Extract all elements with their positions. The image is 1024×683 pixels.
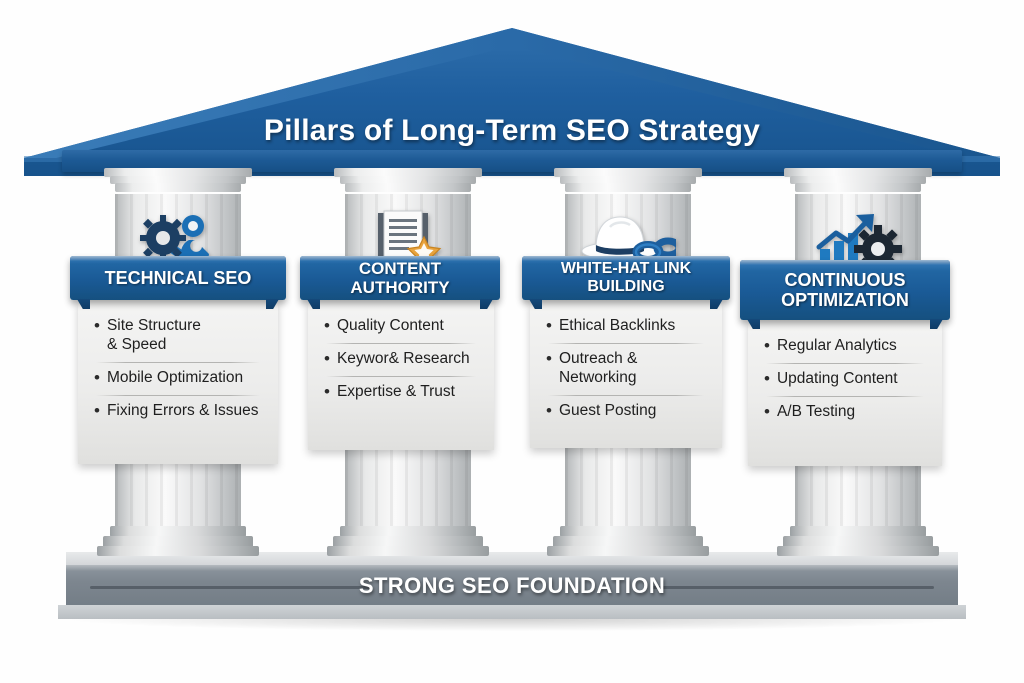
- column-shaft-lower: [345, 450, 471, 526]
- banner-tab-left: [307, 299, 320, 309]
- list-item-label: Mobile Optimization: [106, 368, 244, 386]
- bullet-dot: •: [94, 367, 100, 387]
- column-base: [103, 536, 253, 548]
- banner-content-authority[interactable]: CONTENT AUTHORITY: [300, 256, 500, 309]
- list-item: • Quality Content: [322, 312, 480, 342]
- list-item: • Expertise & Trust: [322, 378, 480, 408]
- list-item: • A/B Testing: [762, 398, 928, 428]
- banner-label: WHITE-HAT LINK BUILDING: [560, 260, 692, 295]
- column-base: [327, 546, 489, 556]
- list-item-label: Updating Content: [776, 369, 898, 387]
- bullet-dot: •: [764, 401, 770, 421]
- divider: [96, 361, 260, 363]
- column-capital: [554, 168, 702, 194]
- banner-tab-right: [480, 299, 493, 309]
- foundation-rule-right: [652, 586, 934, 589]
- bullet-dot: •: [324, 381, 330, 401]
- column-shaft-lower: [115, 464, 241, 526]
- list-item-label: Quality Content: [336, 317, 444, 334]
- list-item: • Site Structure & Speed: [92, 312, 264, 361]
- bullet-dot: •: [546, 316, 552, 335]
- column-base: [553, 536, 703, 548]
- bullet-dot: •: [764, 368, 770, 388]
- list-item: • Ethical Backlinks: [544, 312, 708, 342]
- column-shaft-lower: [565, 448, 691, 526]
- banner-white-hat-link-building[interactable]: WHITE-HAT LINK BUILDING: [522, 256, 730, 309]
- bullet-dot: •: [94, 400, 100, 420]
- card-content-authority: • Quality Content • Keywor& Research • E…: [308, 300, 494, 450]
- divider: [326, 375, 476, 377]
- column-base: [333, 536, 483, 548]
- divider: [326, 342, 476, 344]
- list-item: • Mobile Optimization: [92, 364, 264, 394]
- card-continuous-optimization: • Regular Analytics • Updating Content •…: [748, 320, 942, 466]
- column-shaft-lower: [795, 466, 921, 526]
- banner-label: CONTINUOUS OPTIMIZATION: [781, 269, 909, 310]
- banner-tab-left: [77, 299, 90, 309]
- list-item-label: Site Structure & Speed: [106, 317, 201, 353]
- entablature: [62, 150, 962, 172]
- column-base: [783, 536, 933, 548]
- banner-tab-right: [266, 299, 279, 309]
- list-item-label: Ethical Backlinks: [558, 317, 676, 334]
- banner-label: TECHNICAL SEO: [104, 267, 252, 288]
- list-item: • Updating Content: [762, 365, 928, 395]
- banner-tab-left: [529, 299, 542, 309]
- column-base: [547, 546, 709, 556]
- divider: [766, 395, 924, 397]
- list-item-label: Keywor& Research: [336, 349, 470, 367]
- column-base: [340, 526, 476, 537]
- bullet-dot: •: [546, 348, 552, 368]
- divider: [766, 362, 924, 364]
- column-capital: [784, 168, 932, 194]
- banner-tab-left: [747, 319, 760, 329]
- column-base: [790, 526, 926, 537]
- card-technical-seo: • Site Structure & Speed • Mobile Optimi…: [78, 300, 278, 464]
- bullet-dot: •: [324, 348, 330, 368]
- list-item: • Outreach & Networking: [544, 345, 708, 394]
- foundation-band: STRONG SEO FOUNDATION: [66, 565, 958, 607]
- banner-technical-seo[interactable]: TECHNICAL SEO: [70, 256, 286, 309]
- page-title: Pillars of Long-Term SEO Strategy: [263, 114, 761, 147]
- divider: [96, 394, 260, 396]
- banner-tab-right: [930, 319, 943, 329]
- foundation-shadow: [72, 619, 952, 631]
- foundation-top-slab: [66, 552, 958, 566]
- list-item: • Regular Analytics: [762, 332, 928, 362]
- column-capital: [104, 168, 252, 194]
- white-hat-chain-icon: [565, 198, 691, 282]
- list-item: • Fixing Errors & Issues: [92, 397, 264, 427]
- list-item: • Guest Posting: [544, 397, 708, 427]
- list-item-label: Outreach & Networking: [558, 349, 638, 386]
- list-item-label: A/B Testing: [776, 402, 856, 420]
- gears-wrench-icon: [115, 198, 241, 282]
- bullet-dot: •: [546, 400, 552, 420]
- bullet-dot: •: [764, 336, 770, 355]
- list-item: • Keywor& Research: [322, 345, 480, 375]
- card-white-hat-link-building: • Ethical Backlinks • Outreach & Network…: [530, 300, 722, 448]
- column-base: [560, 526, 696, 537]
- column-capital: [334, 168, 482, 194]
- banner-continuous-optimization[interactable]: CONTINUOUS OPTIMIZATION: [740, 260, 950, 329]
- divider: [548, 342, 704, 344]
- foundation-plinth: [58, 605, 966, 619]
- banner-label: CONTENT AUTHORITY: [350, 258, 450, 297]
- banner-tab-right: [710, 299, 723, 309]
- bullet-dot: •: [324, 316, 330, 335]
- list-item-label: Regular Analytics: [776, 337, 897, 354]
- column-base: [97, 546, 259, 556]
- foundation-rule-left: [90, 586, 372, 589]
- column-base: [110, 526, 246, 537]
- divider: [548, 394, 704, 396]
- bullet-dot: •: [94, 316, 100, 335]
- list-item-label: Fixing Errors & Issues: [106, 401, 259, 419]
- list-item-label: Guest Posting: [558, 401, 657, 419]
- list-item-label: Expertise & Trust: [336, 382, 455, 400]
- column-base: [777, 546, 939, 556]
- foundation-label: STRONG SEO FOUNDATION: [358, 573, 666, 598]
